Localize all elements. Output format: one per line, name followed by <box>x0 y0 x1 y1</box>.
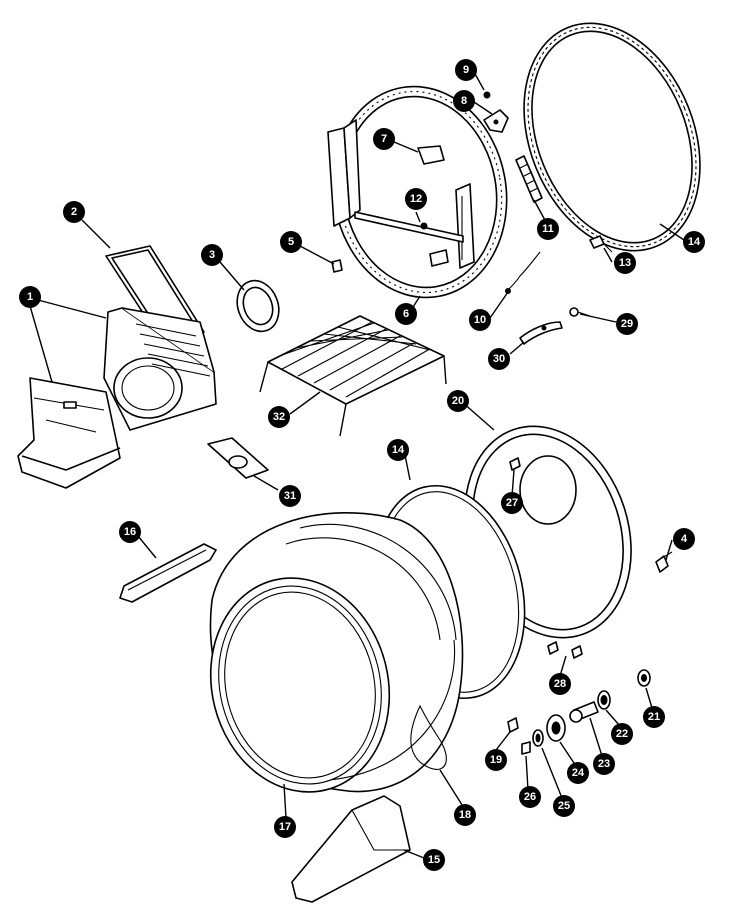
callout-label: 21 <box>648 711 660 723</box>
callout-label: 8 <box>461 95 467 107</box>
callout-label: 16 <box>124 526 136 538</box>
callout-22: 22 <box>611 723 633 745</box>
callout-label: 22 <box>616 728 628 740</box>
callout-label: 3 <box>209 249 215 261</box>
callout-label: 29 <box>621 318 633 330</box>
callout-9: 9 <box>455 59 477 81</box>
callout-label: 14 <box>688 236 701 248</box>
part-bearing-22 <box>597 690 611 710</box>
callout-5: 5 <box>280 231 302 253</box>
part-screws-28 <box>547 641 583 659</box>
callout-label: 9 <box>463 64 469 76</box>
part-duct-cover <box>291 795 411 903</box>
callout-label: 14 <box>392 444 405 456</box>
callout-label: 7 <box>381 133 387 145</box>
part-clip-26 <box>521 741 531 755</box>
callout-label: 4 <box>681 533 688 545</box>
callout-10: 10 <box>469 309 491 331</box>
callout-14-top: 14 <box>683 231 705 253</box>
callout-8: 8 <box>453 90 475 112</box>
callout-24: 24 <box>567 762 589 784</box>
callout-27: 27 <box>501 492 523 514</box>
callout-label: 6 <box>403 308 409 320</box>
callout-4: 4 <box>673 528 695 550</box>
part-screw-9 <box>483 91 491 99</box>
callout-31: 31 <box>279 485 301 507</box>
callout-19: 19 <box>485 749 507 771</box>
callout-label: 32 <box>273 411 285 423</box>
callout-21: 21 <box>643 706 665 728</box>
callout-label: 2 <box>71 206 77 218</box>
callout-18: 18 <box>454 804 476 826</box>
callout-15: 15 <box>423 849 445 871</box>
callout-label: 19 <box>490 754 502 766</box>
callout-label: 24 <box>572 767 585 779</box>
callouts: 1 2 3 4 5 6 7 8 <box>19 59 705 871</box>
part-screw-27 <box>509 457 521 471</box>
part-screw-29 <box>569 307 591 317</box>
callout-label: 31 <box>284 490 296 502</box>
part-drum-belt <box>410 704 447 770</box>
callout-28: 28 <box>549 673 571 695</box>
part-spring-11 <box>515 155 543 203</box>
callout-label: 20 <box>452 395 464 407</box>
callout-label: 25 <box>558 800 570 812</box>
part-shaft-23 <box>569 701 599 723</box>
callout-label: 18 <box>459 809 471 821</box>
part-nut-21 <box>637 669 651 687</box>
callout-32: 32 <box>268 406 290 428</box>
callout-11: 11 <box>537 218 559 240</box>
callout-label: 12 <box>410 193 422 205</box>
callout-label: 13 <box>619 257 631 269</box>
callout-12: 12 <box>405 188 427 210</box>
callout-label: 27 <box>506 497 518 509</box>
callout-label: 26 <box>524 791 536 803</box>
callout-label: 15 <box>428 854 440 866</box>
part-duct-seal <box>236 279 280 333</box>
part-bracket-31 <box>207 437 269 479</box>
callout-16: 16 <box>119 521 141 543</box>
part-screw-5 <box>331 259 343 273</box>
part-bracket-8 <box>483 109 509 133</box>
part-drum-seal-rear <box>523 22 701 252</box>
callout-23: 23 <box>593 753 615 775</box>
callout-label: 1 <box>27 291 33 303</box>
part-filter-housing-lower <box>17 377 121 489</box>
callout-label: 30 <box>493 353 505 365</box>
callout-label: 17 <box>279 821 291 833</box>
part-drum <box>209 511 464 793</box>
part-screw-19 <box>507 717 519 733</box>
callout-6: 6 <box>395 303 417 325</box>
part-wire-10 <box>505 251 541 294</box>
callout-label: 28 <box>554 678 566 690</box>
callout-25: 25 <box>553 795 575 817</box>
part-screw-13 <box>589 235 613 253</box>
callout-label: 10 <box>474 314 486 326</box>
callout-7: 7 <box>373 128 395 150</box>
callout-label: 23 <box>598 758 610 770</box>
callout-3: 3 <box>201 244 223 266</box>
callout-30: 30 <box>488 348 510 370</box>
part-drying-rack <box>259 315 447 437</box>
callout-2: 2 <box>63 201 85 223</box>
part-screw-4 <box>655 551 673 573</box>
callout-label: 5 <box>288 236 294 248</box>
part-roller-24 <box>546 714 566 742</box>
part-glide-16 <box>119 543 217 603</box>
callout-14-bottom: 14 <box>387 439 409 461</box>
callout-20: 20 <box>447 390 469 412</box>
part-filter-housing-upper <box>103 307 217 431</box>
callout-26: 26 <box>519 786 541 808</box>
leader-lines <box>29 71 685 859</box>
callout-17: 17 <box>274 816 296 838</box>
callout-29: 29 <box>616 313 638 335</box>
callout-13: 13 <box>614 252 636 274</box>
part-washer-25 <box>532 729 544 747</box>
callout-1: 1 <box>19 286 41 308</box>
callout-label: 11 <box>542 223 554 235</box>
part-clip-30 <box>519 321 563 345</box>
